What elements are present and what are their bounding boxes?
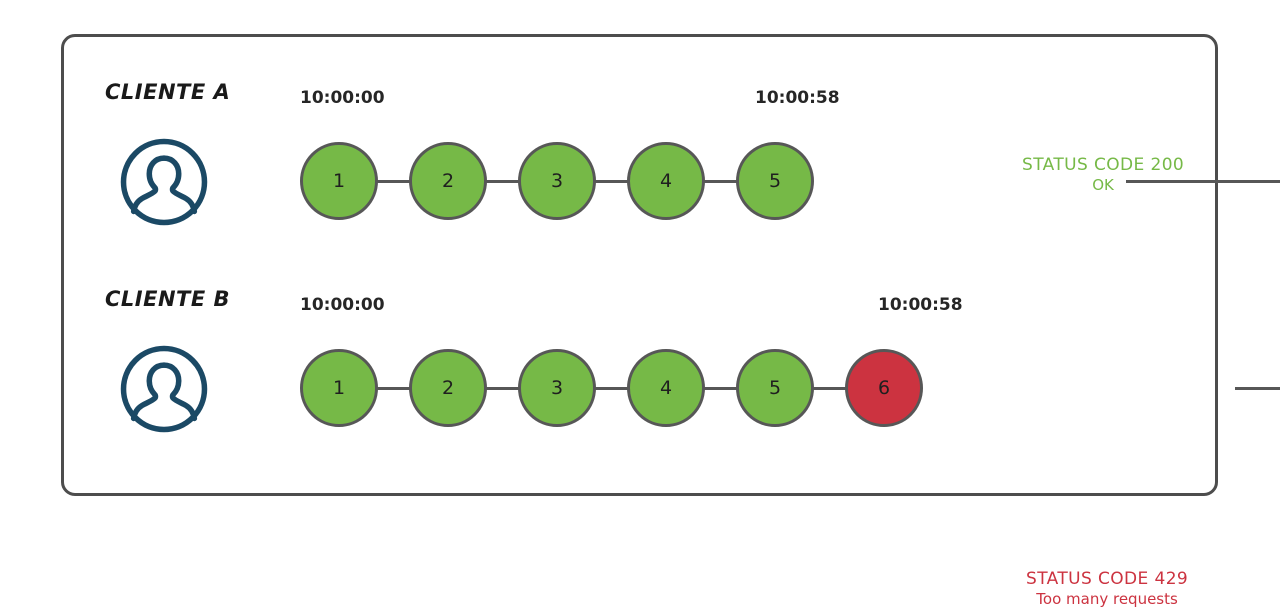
request-node-blocked[interactable]: 6: [845, 349, 923, 427]
request-node[interactable]: 5: [736, 142, 814, 220]
request-node[interactable]: 1: [300, 349, 378, 427]
connector: [702, 387, 739, 390]
request-node[interactable]: 2: [409, 142, 487, 220]
user-avatar-icon: [118, 136, 210, 228]
connector: [593, 180, 630, 183]
start-timestamp-a: 10:00:00: [300, 88, 385, 108]
status-text-a: OK: [1092, 176, 1114, 195]
diagram-frame: [61, 34, 1218, 496]
request-node[interactable]: 3: [518, 142, 596, 220]
status-message-a: STATUS CODE 200 OK: [1022, 155, 1184, 195]
request-node[interactable]: 4: [627, 142, 705, 220]
status-code-a: STATUS CODE 200: [1022, 155, 1185, 175]
status-message-b: STATUS CODE 429 Too many requests: [1026, 569, 1188, 609]
connector: [484, 180, 521, 183]
request-node[interactable]: 3: [518, 349, 596, 427]
connector: [375, 180, 412, 183]
chain-tail-a: [1126, 180, 1280, 183]
status-text-b: Too many requests: [1036, 590, 1178, 609]
start-timestamp-b: 10:00:00: [300, 295, 385, 315]
request-node[interactable]: 2: [409, 349, 487, 427]
client-label-b: CLIENTE B: [105, 287, 231, 311]
end-timestamp-b: 10:00:58: [878, 295, 963, 315]
user-avatar-icon: [118, 343, 210, 435]
client-label-a: CLIENTE A: [105, 80, 231, 104]
diagram-canvas: CLIENTE A 10:00:00 10:00:58 1 2 3 4 5 ST…: [61, 34, 1280, 609]
chain-tail-b: [1235, 387, 1280, 390]
connector: [702, 180, 739, 183]
status-code-b: STATUS CODE 429: [1026, 569, 1189, 589]
request-node[interactable]: 1: [300, 142, 378, 220]
connector: [375, 387, 412, 390]
connector: [811, 387, 848, 390]
connector: [484, 387, 521, 390]
request-node[interactable]: 5: [736, 349, 814, 427]
request-node[interactable]: 4: [627, 349, 705, 427]
end-timestamp-a: 10:00:58: [755, 88, 840, 108]
connector: [593, 387, 630, 390]
